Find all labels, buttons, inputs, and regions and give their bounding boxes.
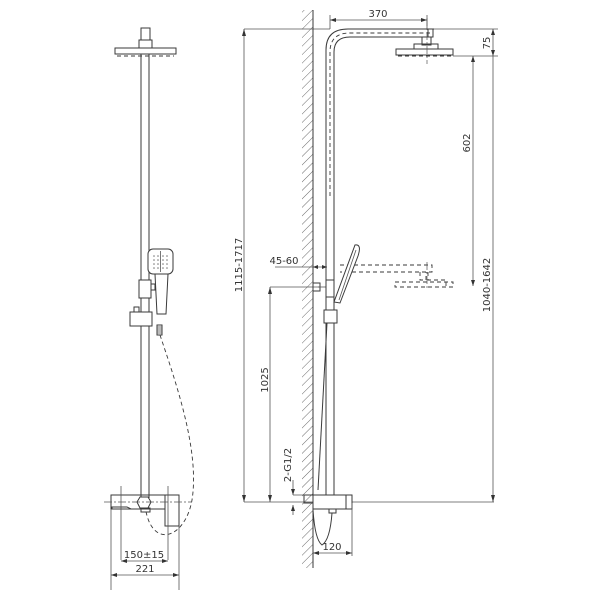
height-dimensions: 1115-1717 1025 2-G1/2 45-60: [234, 28, 330, 515]
dim-wall-offset: 45-60: [269, 256, 298, 267]
dim-bracket-height: 1025: [260, 367, 271, 392]
wall-hatch: [302, 10, 313, 268]
dim-head-height: 1040-1642: [482, 258, 493, 313]
dim-mixer-width: 221: [135, 564, 154, 575]
side-rain-head: [395, 48, 454, 56]
dim-arm-reach: 370: [368, 9, 387, 20]
mixer-handle: [164, 494, 180, 527]
side-holder: [323, 309, 338, 324]
side-hand-shower: [333, 244, 360, 304]
head-connector: [140, 27, 151, 41]
dim-total-height: 1115-1717: [234, 238, 245, 293]
side-view: 370 75 602 1040-1642: [302, 9, 498, 568]
shower-hose: [144, 334, 194, 535]
hand-shower-handle: [154, 273, 169, 315]
dim-adjustment-range: 602: [462, 133, 473, 152]
side-riser-arm: [325, 28, 434, 500]
slider-bracket: [138, 279, 152, 299]
dim-head-drop: 75: [482, 37, 493, 50]
rain-shower-head: [114, 47, 177, 55]
dim-inlet-thread: 2-G1/2: [283, 448, 294, 482]
dim-inlet-spacing: 150±15: [124, 550, 164, 561]
dim-mixer-depth: 120: [322, 542, 341, 553]
front-view: 150±15 221: [104, 27, 194, 590]
hand-shower-holder: [129, 311, 153, 327]
side-mixer: [312, 494, 352, 510]
side-wall-bracket: [325, 279, 335, 298]
